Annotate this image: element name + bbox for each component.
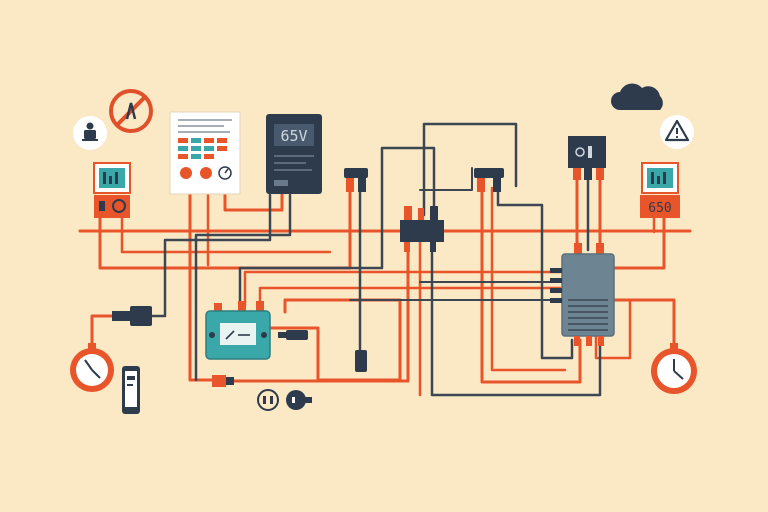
wires xyxy=(78,122,692,397)
plug-icon xyxy=(257,389,279,411)
controller-top-wire xyxy=(243,270,562,307)
top-loop2-wire xyxy=(238,146,436,308)
right-clock-wire xyxy=(610,298,676,350)
main-panel-readout: 65V xyxy=(280,127,307,145)
switch-box xyxy=(568,136,606,255)
plug-icon xyxy=(286,390,312,410)
distribution-box xyxy=(550,253,615,346)
left-meter-drop2-wire xyxy=(120,216,332,254)
upper-plug-b-wire xyxy=(490,186,567,372)
plug-icon xyxy=(474,168,504,192)
person-icon xyxy=(73,116,107,150)
top-loop-wire xyxy=(422,122,518,217)
panel-down-wire xyxy=(223,191,284,212)
junction-dark-wire xyxy=(430,238,602,397)
left-clock-wire xyxy=(90,314,114,350)
upper-loop-dark-wire xyxy=(419,167,473,191)
left-meter-drop-wire xyxy=(98,176,352,270)
right-meter-device: 650 xyxy=(640,162,680,218)
prohibited-sign-icon xyxy=(109,89,153,133)
box-bottom-wire xyxy=(594,298,632,360)
cloud-icon xyxy=(611,83,663,110)
clock-icon xyxy=(651,343,697,394)
left-meter-device xyxy=(93,162,131,218)
connector xyxy=(112,306,152,326)
control-board xyxy=(169,111,241,195)
plug-icon xyxy=(212,375,234,387)
panel-left-wire xyxy=(148,193,272,318)
panel-right-wire xyxy=(194,193,292,382)
long-mid-wire xyxy=(258,286,562,307)
upper-plug-dark-wire xyxy=(496,188,574,360)
controller-loop-wire xyxy=(268,298,402,382)
plug-icon xyxy=(355,350,367,372)
phone-icon xyxy=(122,366,140,414)
junction-left-wire xyxy=(230,213,410,383)
junction-box xyxy=(400,206,444,252)
plug-icon xyxy=(278,330,308,340)
plug-icon xyxy=(344,168,368,192)
clock-icon xyxy=(70,343,114,392)
controller-module xyxy=(205,301,271,360)
upper-plug-a-wire xyxy=(480,186,582,384)
right-meter-readout: 650 xyxy=(648,201,671,216)
right-meter-drop-wire xyxy=(612,216,666,270)
warning-icon xyxy=(660,115,694,149)
main-display-panel: 65V xyxy=(266,114,322,194)
controller-left-wire xyxy=(188,188,220,382)
